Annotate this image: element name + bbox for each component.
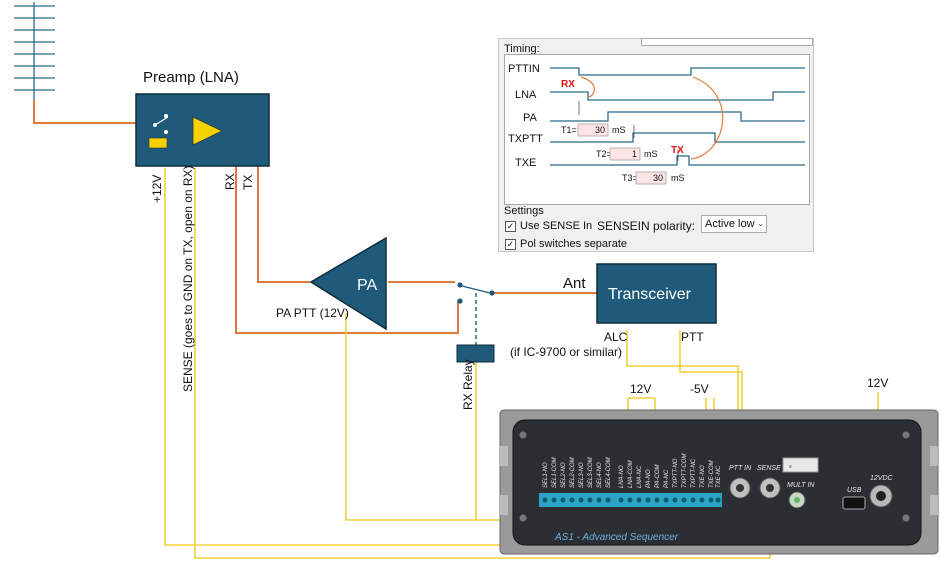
ant-label: Ant [563, 275, 586, 292]
terminal-label: SEL2-NO [561, 462, 567, 488]
rx-label: RX [223, 173, 237, 190]
vneg5-label: -5V [690, 382, 709, 396]
signal-label-txe: TXE [515, 157, 536, 169]
t2-field-bg [609, 147, 641, 161]
use-sense-row[interactable]: ✓ Use SENSE In [505, 220, 592, 232]
pa-waveform [550, 111, 805, 122]
sense-note: SENSE (goes to GND on TX, open on RX) [181, 165, 195, 392]
polarity-value: Active low [705, 218, 755, 230]
dc-jack-label: 12VDC [870, 475, 894, 482]
t2-field[interactable]: 1 [632, 149, 637, 159]
terminal-label: PA-NC [664, 469, 670, 488]
alc-note: (if IC-9700 or similar) [510, 345, 622, 359]
plus12v-label: +12V [150, 175, 164, 203]
t3-unit: mS [671, 173, 685, 183]
t3-field-bg [635, 171, 667, 185]
settings-title: Settings [504, 205, 544, 217]
terminal-label: SEL4-NO [597, 462, 603, 488]
transceiver-box [596, 263, 717, 324]
antenna-feed-line [33, 100, 160, 124]
timing-title: Timing: [504, 43, 540, 55]
dc12v-label: 12V [867, 376, 888, 390]
chevron-down-icon: ⌄ [757, 219, 764, 228]
t2-unit: mS [644, 149, 658, 159]
pol-switches-label: Pol switches separate [520, 238, 627, 250]
rx-marker: RX [561, 79, 575, 90]
terminal-label: TXPTT-NC [691, 458, 697, 488]
mult-in-label: MULT IN [787, 482, 815, 489]
terminal-label: SEL2-COM [570, 457, 576, 488]
t1-unit: mS [612, 125, 626, 135]
txptt-waveform [550, 132, 805, 143]
antenna-relay-switch [456, 282, 495, 363]
sense-jack-label: SENSE [757, 465, 781, 472]
use-sense-label: Use SENSE In [520, 220, 593, 232]
pa-amplifier [309, 236, 387, 331]
terminal-label: TXE-NO [700, 465, 706, 488]
signal-label-pa: PA [523, 112, 538, 124]
signal-label-pttin: PTTIN [508, 63, 540, 75]
terminal-label: SEL4-COM [606, 457, 612, 488]
usb-label: USB [847, 487, 862, 494]
terminal-label: LNA-NC [637, 465, 643, 488]
pol-switches-checkbox[interactable]: ✓ [505, 238, 516, 250]
terminal-label: SEL1-NO [543, 462, 549, 488]
terminal-label: PA-COM [655, 464, 661, 488]
rx-relay-label: RX Relay [461, 359, 475, 410]
lna-waveform [550, 91, 805, 101]
t1-label: T1= [561, 125, 577, 135]
pa-ptt-label: PA PTT (12V) [276, 306, 349, 320]
signal-label-txptt: TXPTT [508, 133, 543, 145]
t2-label: T2= [596, 149, 612, 159]
alc-label: ALC [604, 330, 628, 344]
ptt-in-jack-label: PTT IN [729, 465, 752, 472]
terminal-label: LNA-COM [628, 460, 634, 488]
polarity-select[interactable]: Active low ⌄ [701, 215, 767, 233]
pttin-waveform [550, 67, 805, 76]
preamp-box [135, 93, 270, 167]
terminal-label: TXPTT-NO [673, 458, 679, 488]
t1-field[interactable]: 30 [595, 125, 605, 135]
panel-top-strip [641, 38, 813, 46]
pol-switches-row[interactable]: ✓ Pol switches separate [505, 238, 627, 250]
signal-label-lna: LNA [515, 89, 537, 101]
timing-diagram: RX TX PTTIN LNA PA TXPTT TXE T1= T2= T3=… [504, 54, 810, 205]
tx-marker: TX [671, 145, 684, 156]
polarity-label: SENSEIN polarity: [597, 219, 696, 233]
transceiver-label: Transceiver [608, 286, 692, 303]
sequencer-device: SEL1-NO SEL1-COM SEL2-NO SEL2-COM SEL3-N… [499, 409, 939, 555]
device-name: AS1 - Advanced Sequencer [554, 532, 679, 543]
t1-field-bg [577, 123, 609, 137]
terminal-label: LNA-NO [619, 465, 625, 488]
tx-label: TX [241, 175, 255, 190]
terminal-label: SEL1-COM [552, 457, 558, 488]
yagi-antenna-icon [14, 2, 55, 100]
t3-label: T3= [622, 173, 638, 183]
txe-waveform [550, 155, 805, 166]
terminal-label: TXE-COM [709, 460, 715, 488]
ptt-label: PTT [681, 330, 704, 344]
svg-text:≡: ≡ [789, 464, 792, 470]
terminal-label: TXE-NC [716, 465, 722, 488]
t3-field[interactable]: 30 [653, 173, 663, 183]
terminal-label: SEL3-COM [588, 457, 594, 488]
use-sense-checkbox[interactable]: ✓ [505, 220, 516, 232]
preamp-title: Preamp (LNA) [143, 69, 239, 86]
terminal-label: TXPTT-COM [682, 454, 688, 488]
preamp-bypass-line [235, 124, 459, 334]
v12-label: 12V [630, 382, 651, 396]
terminal-label: SEL3-NO [579, 462, 585, 488]
pa-label: PA [357, 277, 377, 294]
terminal-label: PA-NO [646, 469, 652, 488]
timing-settings-panel: Timing: RX TX PTTIN LNA [498, 38, 814, 252]
timing-waveforms: RX TX PTTIN LNA PA TXPTT TXE T1= T2= T3=… [508, 63, 805, 185]
